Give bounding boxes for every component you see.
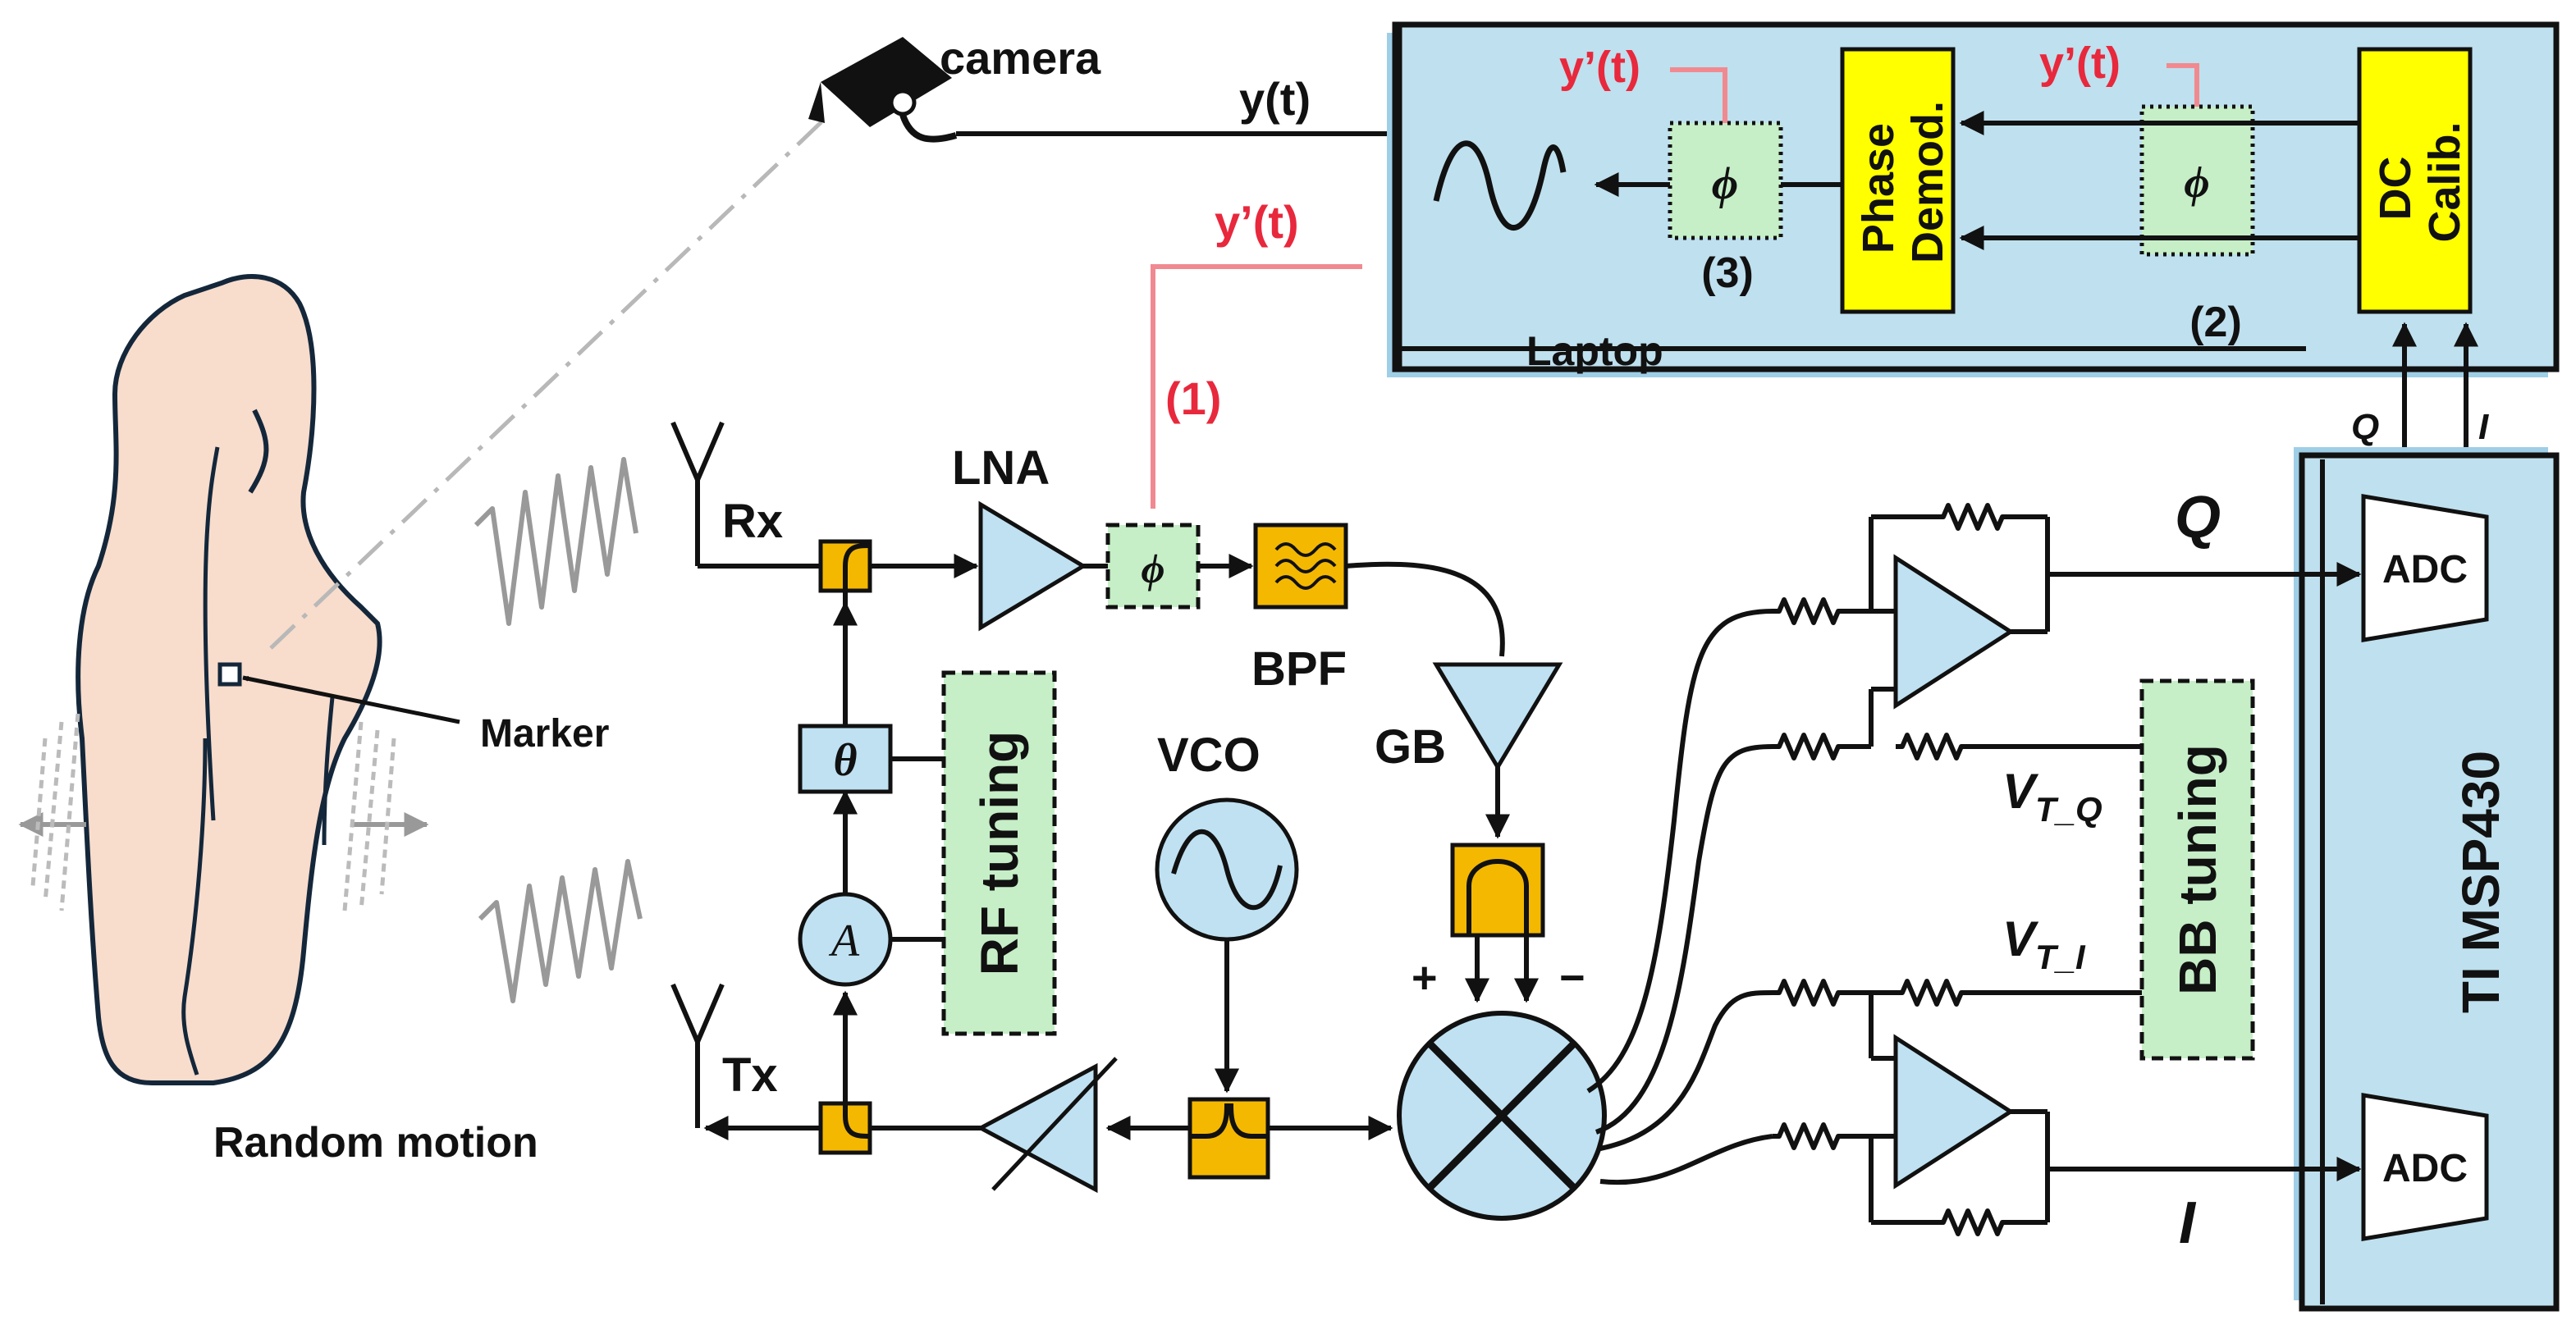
vtq-label: VT_Q: [2002, 764, 2102, 829]
lna-amp: [978, 500, 1087, 632]
bpf-label: BPF: [1251, 642, 1347, 696]
tx-antenna-icon: [670, 983, 725, 1128]
q-small-label: Q: [2351, 407, 2379, 447]
pa-amp: [976, 1062, 1098, 1194]
camera-label: camera: [940, 32, 1101, 84]
adc-bottom: [2361, 1093, 2489, 1241]
phi-1-label: ϕ: [1142, 546, 1165, 591]
y-prime-2-label: y’(t): [2039, 39, 2121, 88]
laptop-label: Laptop: [1526, 328, 1663, 374]
rx-antenna-icon: [670, 421, 725, 566]
phi-block-1: [1105, 523, 1201, 610]
camera-view-line: [269, 113, 830, 650]
phi-3-label: ϕ: [1712, 158, 1738, 209]
adc-bottom-label: ADC: [2382, 1147, 2468, 1190]
gb-label: GB: [1375, 720, 1446, 774]
phi-block-2: [2139, 104, 2255, 257]
human-body: Marker Random motion: [18, 274, 609, 1167]
minus-label: −: [1559, 953, 1585, 1003]
mixer-icon: [1397, 1011, 1607, 1221]
marker-label: Marker: [480, 712, 609, 756]
y-prime-link-label: y’(t): [1215, 196, 1299, 248]
motion-left-icon: [18, 713, 86, 911]
y-prime-3-label: y’(t): [1559, 43, 1640, 92]
step1-label: (1): [1165, 372, 1221, 424]
marker-square: [217, 662, 242, 687]
i-opamp: [1893, 1034, 2015, 1190]
q-opamp: [1893, 554, 2015, 710]
i-out-label: I: [2179, 1190, 2197, 1256]
vti-label: VT_I: [2002, 911, 2086, 976]
phase-demod-block: [1840, 47, 1956, 314]
phi-2-label: ϕ: [2184, 158, 2209, 207]
bpf-icon: [1274, 542, 1337, 590]
dc-calib-label: DC Calib.: [2371, 121, 2469, 242]
adc-top: [2361, 494, 2489, 642]
bb-tuning-block: [2139, 678, 2255, 1061]
motion-right-icon: [342, 721, 429, 911]
random-motion-label: Random motion: [213, 1119, 538, 1167]
theta-label: θ: [833, 735, 857, 786]
plus-label: +: [1412, 953, 1438, 1003]
rx-label: Rx: [722, 495, 783, 548]
balun-block: [1450, 843, 1545, 938]
output-sine-icon: [1433, 140, 1567, 231]
phase-demod-label: Phase Demod.: [1854, 101, 1952, 263]
y-t-label: y(t): [1239, 73, 1311, 125]
lna-label: LNA: [952, 441, 1050, 495]
gb-amp: [1432, 662, 1563, 771]
step2-label: (2): [2189, 299, 2242, 346]
rx-wave-icon: [474, 457, 638, 626]
y-prime-link: [1151, 264, 1362, 509]
rf-tuning-block: [941, 670, 1057, 1036]
i-small-label: I: [2478, 407, 2489, 447]
amp-a-label: A: [828, 916, 860, 966]
vco-label: VCO: [1157, 729, 1261, 782]
camera-icon: [808, 37, 958, 143]
mcu-label: TI MSP430: [2451, 751, 2510, 1013]
rf-tuning-label: RF tuning: [970, 731, 1029, 976]
tx-label: Tx: [722, 1048, 778, 1102]
bb-tuning-label: BB tuning: [2168, 744, 2227, 995]
rx-coupler-curve: [843, 543, 871, 603]
tx-wave-icon: [478, 859, 643, 1003]
adc-top-label: ADC: [2382, 548, 2468, 591]
vco-icon: [1155, 797, 1299, 942]
phi-block-3: [1668, 121, 1783, 240]
bpf-block: [1253, 523, 1348, 610]
dc-calib-block: [2357, 47, 2473, 314]
step3-label: (3): [1701, 249, 1754, 297]
q-out-label: Q: [2175, 485, 2221, 550]
